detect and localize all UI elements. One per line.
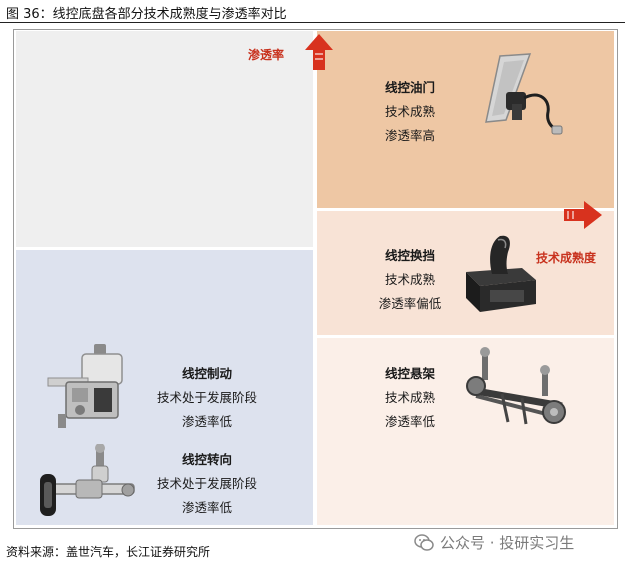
gear-shifter-icon	[466, 235, 536, 312]
quadrant-mid-right	[317, 211, 614, 335]
item-brake: 线控制动 技术处于发展阶段 渗透率低	[150, 362, 264, 434]
item-shifter: 线控换挡 技术成熟 渗透率偏低	[360, 244, 460, 316]
quadrant-top-right	[317, 31, 614, 208]
quadrant-top-left	[16, 31, 313, 247]
wechat-icon	[414, 533, 434, 551]
maturity-right-arrow-icon	[564, 201, 602, 229]
item-suspension-penetration: 渗透率低	[384, 414, 435, 429]
item-brake-name: 线控制动	[181, 366, 232, 381]
item-suspension: 线控悬架 技术成熟 渗透率低	[360, 362, 460, 434]
watermark: 公众号 · 投研实习生	[414, 532, 574, 553]
item-throttle-penetration: 渗透率高	[384, 128, 435, 143]
title-rule	[0, 22, 625, 23]
item-brake-penetration: 渗透率低	[181, 414, 232, 429]
item-steering-maturity: 技术处于发展阶段	[156, 476, 257, 491]
y-axis-label: 渗透率	[248, 48, 285, 62]
item-throttle: 线控油门 技术成熟 渗透率高	[360, 76, 460, 148]
item-steering: 线控转向 技术处于发展阶段 渗透率低	[150, 448, 264, 520]
item-brake-maturity: 技术处于发展阶段	[156, 390, 257, 405]
watermark-text: 公众号 · 投研实习生	[440, 534, 575, 552]
item-steering-name: 线控转向	[181, 452, 232, 467]
item-suspension-name: 线控悬架	[384, 366, 435, 381]
item-throttle-maturity: 技术成熟	[384, 104, 435, 119]
item-shifter-name: 线控换挡	[384, 248, 435, 263]
suspension-icon	[466, 347, 566, 425]
steering-system-icon	[40, 444, 135, 516]
figure-title: 图 36：线控底盘各部分技术成熟度与渗透率对比	[6, 7, 287, 22]
item-shifter-maturity: 技术成熟	[384, 272, 435, 287]
source-note: 资料来源：盖世汽车，长江证券研究所	[6, 545, 211, 559]
item-steering-penetration: 渗透率低	[181, 500, 232, 515]
penetration-up-arrow-icon	[305, 34, 333, 70]
item-throttle-name: 线控油门	[384, 80, 435, 95]
throttle-pedal-icon	[485, 53, 563, 135]
item-suspension-maturity: 技术成熟	[384, 390, 435, 405]
brake-unit-icon	[47, 344, 123, 428]
quadrant-bottom-right	[317, 338, 614, 525]
item-shifter-penetration: 渗透率偏低	[378, 296, 442, 311]
x-axis-label: 技术成熟度	[536, 251, 597, 265]
